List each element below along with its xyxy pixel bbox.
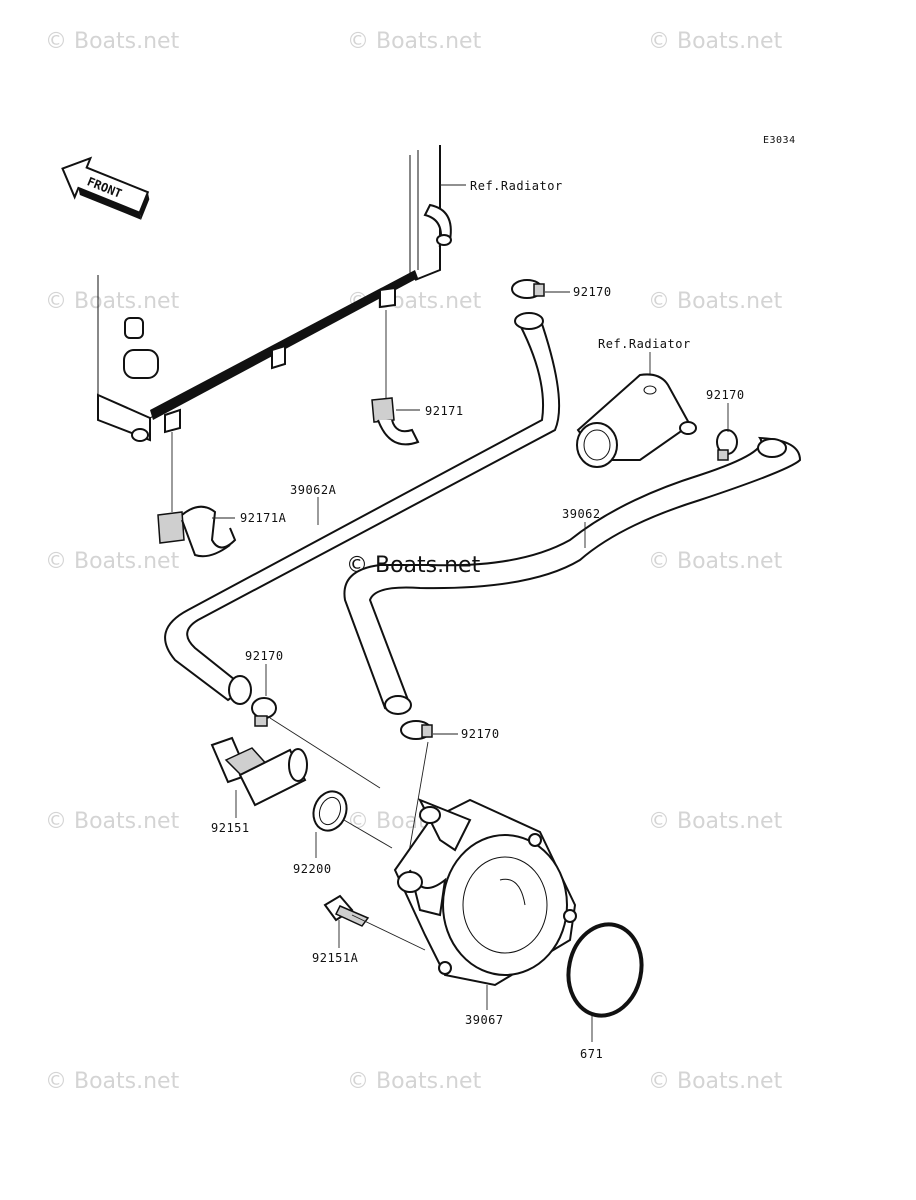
thermostat-housing: [576, 373, 697, 468]
hose-39062: [343, 436, 802, 715]
watermark: © Boats.net: [347, 1069, 482, 1094]
hose-clamp-92170-top: [511, 279, 570, 299]
oil-cooler-39067: [393, 798, 577, 1010]
watermark: © Boats.net: [45, 549, 180, 574]
bolt-92151A: [323, 894, 426, 951]
label-ref-radiator-mid: Ref.Radiator: [598, 337, 691, 351]
label-ref-radiator-top: Ref.Radiator: [470, 179, 563, 193]
fitting-92151: [210, 736, 308, 818]
hose-clamp-92170-left: [251, 664, 381, 789]
label-671: 671: [580, 1047, 603, 1061]
o-ring-92200: [312, 790, 393, 858]
clamp-92171A: [157, 432, 237, 558]
label-92170-left: 92170: [245, 649, 284, 663]
watermark: © Boats.net: [45, 1069, 180, 1094]
front-arrow-icon: FRONT: [61, 156, 150, 220]
label-92200: 92200: [293, 862, 332, 876]
label-92151: 92151: [211, 821, 250, 835]
hose-39062A: [164, 312, 561, 705]
watermark: © Boats.net: [45, 29, 180, 54]
watermark: © Boats.net: [347, 29, 482, 54]
clamp-92171: [371, 310, 420, 446]
o-ring-671: [566, 922, 644, 1042]
label-92170-right: 92170: [706, 388, 745, 402]
watermark: © Boats.net: [648, 809, 783, 834]
watermark: © Boats.net: [45, 289, 180, 314]
label-92151A: 92151A: [312, 951, 359, 965]
radiator: [97, 145, 452, 442]
label-39067: 39067: [465, 1013, 504, 1027]
hose-clamp-92170-right: [716, 403, 738, 461]
watermark: © Boats.net: [648, 289, 783, 314]
label-92171A: 92171A: [240, 511, 287, 525]
watermark: © Boats.net: [45, 809, 180, 834]
label-92170-top: 92170: [573, 285, 612, 299]
diagram-code: E3034: [763, 135, 796, 146]
label-39062A: 39062A: [290, 483, 337, 497]
watermark: © Boats.net: [648, 1069, 783, 1094]
center-watermark: © Boats.net: [346, 553, 481, 578]
label-92170-center: 92170: [461, 727, 500, 741]
label-92171: 92171: [425, 404, 464, 418]
hose-clamp-92170-center: [400, 720, 458, 859]
watermark: © Boats.net: [648, 29, 783, 54]
label-39062: 39062: [562, 507, 601, 521]
watermark: © Boats.net: [648, 549, 783, 574]
